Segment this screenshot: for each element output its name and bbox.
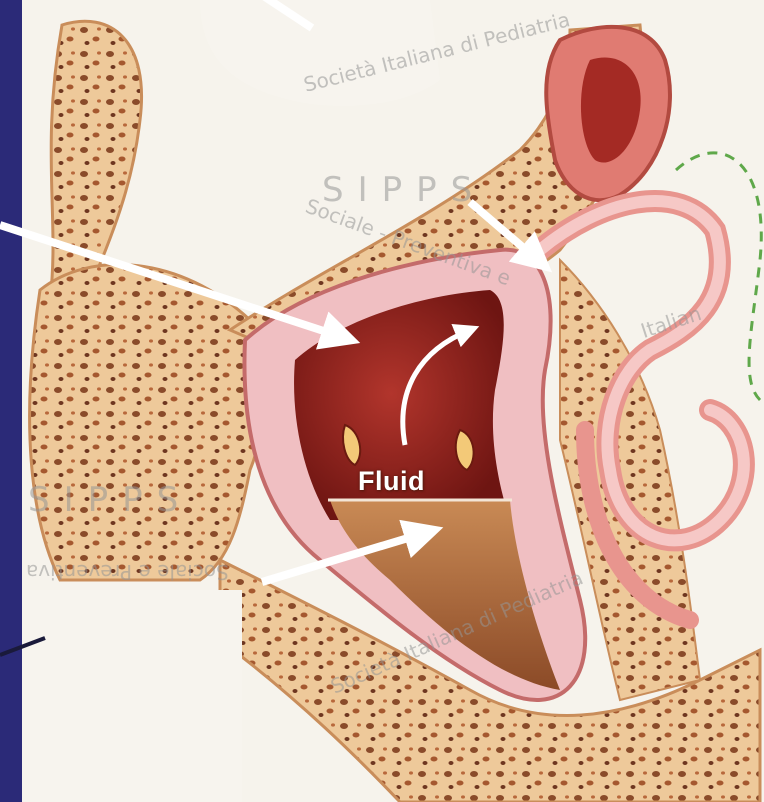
bone-lateral-mass xyxy=(30,265,265,580)
watermark-brand-top: SIPPS xyxy=(322,170,486,210)
cover-patch-bottom-left xyxy=(22,590,242,802)
fluid-label: Fluid xyxy=(358,466,425,497)
watermark-brand-left: SIPPS xyxy=(28,480,192,520)
watermark-fragment-left: Sociale e Preventiva xyxy=(26,560,229,584)
